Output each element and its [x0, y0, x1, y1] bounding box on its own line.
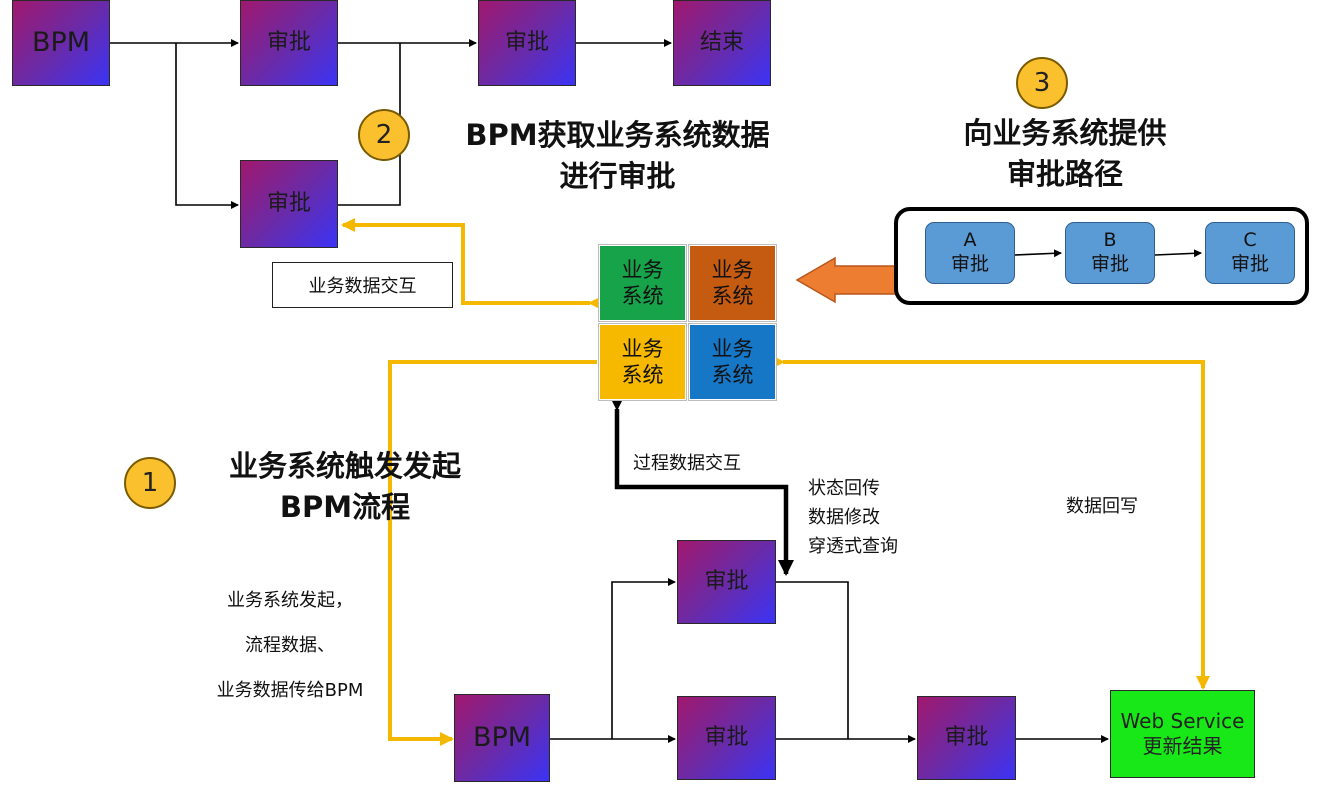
step-2-title: BPM获取业务系统数据 进行审批: [465, 118, 770, 193]
approve-right-node: 审批: [917, 696, 1016, 780]
arrow-process-data-interaction: [609, 395, 794, 576]
line-approve-upper-merge: [776, 581, 849, 739]
line-approve-branch-merge: [315, 43, 401, 206]
route-provide-arrow: [795, 256, 897, 304]
step-1-title: 业务系统触发发起 BPM流程: [228, 449, 461, 524]
launch-note-label: 业务系统发起， 流程数据、 业务数据传给BPM: [216, 590, 364, 701]
bottom-flow-connectors: [550, 578, 1109, 743]
business-system-blue: 业务 系统: [688, 323, 777, 401]
arrow-data-writeback: [771, 355, 1210, 690]
bpm-start-node: BPM: [12, 0, 110, 86]
arrow-route-b-to-c: [1154, 249, 1202, 258]
bpm-bottom-node: BPM: [454, 694, 550, 782]
approve-node-1: 审批: [240, 0, 338, 86]
business-system-orange: 业务 系统: [688, 244, 777, 322]
status-return-label: 状态回传 数据修改 穿透式查询: [808, 478, 898, 557]
data-connectors: [341, 218, 1210, 746]
approve-upper-node: 审批: [677, 540, 776, 624]
arrow-route-a-to-b: [1014, 249, 1062, 258]
route-node-c-letter: C: [1243, 229, 1257, 252]
route-node-c-label: 审批: [1230, 253, 1269, 275]
step-1-badge: 1: [124, 457, 176, 509]
step-3-badge: 3: [1016, 57, 1068, 109]
route-node-c: C 审批: [1205, 222, 1295, 284]
route-node-a: A 审批: [925, 222, 1015, 284]
approval-route-panel: [894, 207, 1309, 305]
end-node: 结束: [673, 0, 771, 86]
arrow-business-data-interaction: [341, 218, 602, 310]
route-node-b: B 审批: [1065, 222, 1155, 284]
arrow-bpm-to-approve-branch: [175, 43, 239, 209]
business-data-interaction-label: 业务数据交互: [272, 262, 453, 308]
process-data-interaction-label: 过程数据交互: [633, 453, 741, 474]
route-connectors: [1014, 249, 1202, 258]
approve-middle-node: 审批: [677, 696, 776, 780]
data-writeback-label: 数据回写: [1066, 496, 1138, 517]
step-3-title: 向业务系统提供 审批路径: [963, 116, 1167, 191]
route-node-b-letter: B: [1103, 229, 1117, 252]
arrow-bpm-to-approve-upper: [611, 578, 676, 739]
approve-branch-node: 审批: [240, 160, 338, 248]
top-flow-connectors: [110, 39, 672, 209]
approve-node-2: 审批: [478, 0, 576, 86]
route-node-a-letter: A: [963, 229, 977, 252]
step-2-badge: 2: [358, 109, 410, 161]
route-node-a-label: 审批: [950, 253, 989, 275]
arrow-launch-bpm: [388, 360, 597, 746]
business-system-yellow: 业务 系统: [598, 323, 687, 401]
web-service-node: Web Service 更新结果: [1110, 690, 1255, 778]
route-node-b-label: 审批: [1090, 253, 1129, 275]
business-system-green: 业务 系统: [598, 244, 687, 322]
